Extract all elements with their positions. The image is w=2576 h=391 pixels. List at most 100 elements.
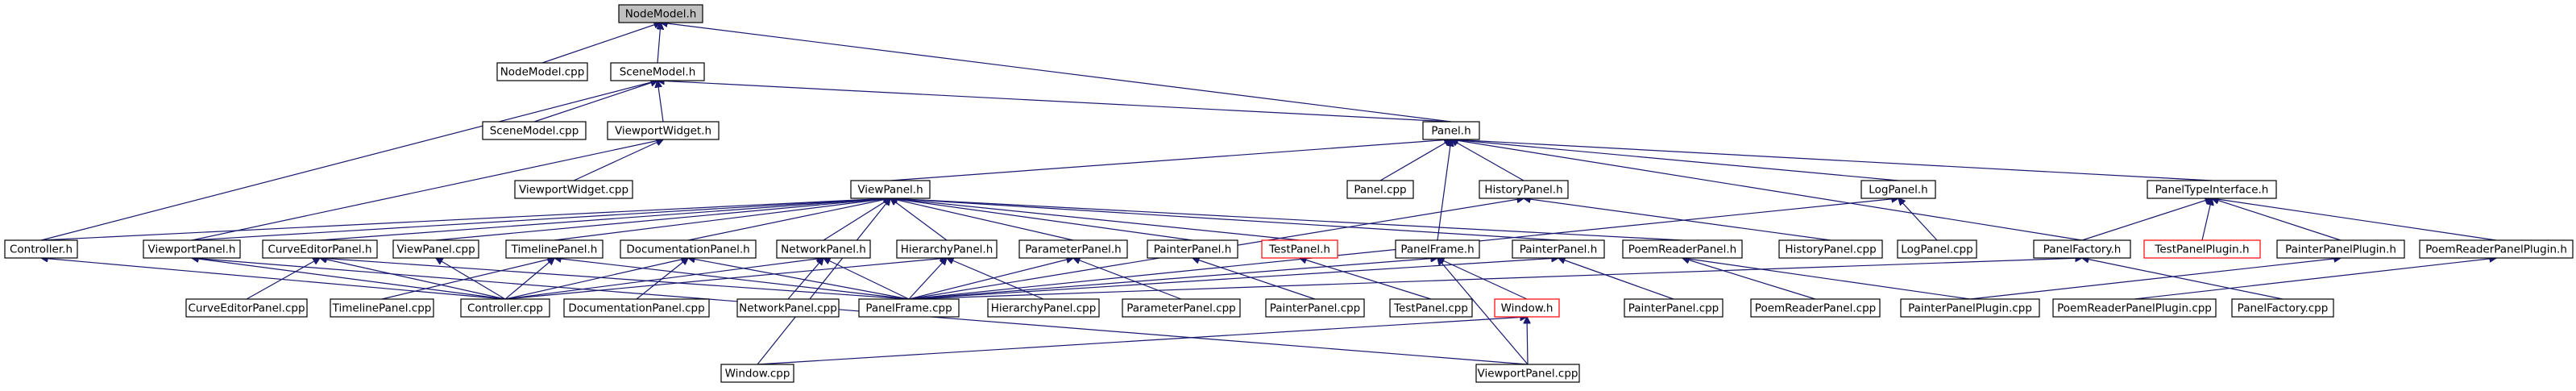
node-label: PoemReaderPanelPlugin.cpp <box>2057 302 2212 315</box>
node-poemreaderpanelplugin-cpp[interactable]: PoemReaderPanelPlugin.cpp <box>2052 298 2217 318</box>
node-label: Window.cpp <box>725 368 790 381</box>
node-box <box>1389 298 1473 318</box>
edge-scenemodel-h-to-nodemodel-h <box>657 23 661 64</box>
node-documentationpanel-cpp[interactable]: DocumentationPanel.cpp <box>563 298 710 318</box>
node-timelinepanel-cpp[interactable]: TimelinePanel.cpp <box>330 298 434 318</box>
node-historypanel-cpp[interactable]: HistoryPanel.cpp <box>1778 239 1883 259</box>
node-poemreaderpanel-h[interactable]: PoemReaderPanel.h <box>1622 239 1743 259</box>
node-label: PainterPanelPlugin.cpp <box>1908 302 2032 315</box>
node-viewportpanel-h[interactable]: ViewportPanel.h <box>143 239 241 259</box>
edge-poemreaderpanel-cpp-to-poemreaderpanel-h <box>1682 258 1816 300</box>
node-panelframe-cpp[interactable]: PanelFrame.cpp <box>858 298 960 318</box>
node-hierarchypanel-cpp[interactable]: HierarchyPanel.cpp <box>987 298 1100 318</box>
node-controller-cpp[interactable]: Controller.cpp <box>460 298 550 318</box>
node-logpanel-h[interactable]: LogPanel.h <box>1860 180 1936 199</box>
node-viewportpanel-cpp[interactable]: ViewportPanel.cpp <box>1475 364 1580 383</box>
node-historypanel-h[interactable]: HistoryPanel.h <box>1479 180 1569 199</box>
node-viewportwidget-h[interactable]: ViewportWidget.h <box>607 121 720 140</box>
node-panelfactory-cpp[interactable]: PanelFactory.cpp <box>2231 298 2334 318</box>
node-painterpanel-cpp-1[interactable]: PainterPanel.cpp <box>1265 298 1365 318</box>
node-label: PainterPanel.h <box>1520 243 1598 256</box>
edge-viewpanel-h-to-panel-h <box>890 139 1451 181</box>
edge-panel-h-to-nodemodel-h <box>661 23 1452 123</box>
edge-networkpanel-h-to-viewpanel-h <box>823 198 890 241</box>
edge-viewportpanel-h-to-viewpanel-h <box>191 198 890 241</box>
node-label: PanelTypeInterface.h <box>2155 184 2269 197</box>
node-box <box>1624 298 1724 318</box>
edge-hierarchypanel-cpp-to-hierarchypanel-h <box>947 258 1044 300</box>
node-painterpanel-h-2[interactable]: PainterPanel.h <box>1512 239 1605 259</box>
node-testpanel-cpp[interactable]: TestPanel.cpp <box>1389 298 1473 318</box>
node-controller-h[interactable]: Controller.h <box>4 239 78 259</box>
edge-testpanel-h-to-viewpanel-h <box>890 198 1300 241</box>
node-testpanel-h[interactable]: TestPanel.h <box>1261 239 1338 259</box>
node-label: ViewportWidget.h <box>615 125 711 138</box>
node-testpanelplugin-h[interactable]: TestPanelPlugin.h <box>2143 239 2261 259</box>
node-logpanel-cpp[interactable]: LogPanel.cpp <box>1897 239 1977 259</box>
node-box <box>1265 298 1365 318</box>
node-networkpanel-cpp[interactable]: NetworkPanel.cpp <box>736 298 840 318</box>
node-hierarchypanel-h[interactable]: HierarchyPanel.h <box>896 239 998 259</box>
node-poemreaderpanelplugin-h[interactable]: PoemReaderPanelPlugin.h <box>2419 239 2574 259</box>
node-box <box>1860 180 1936 199</box>
node-label: Controller.cpp <box>467 302 543 315</box>
node-viewpanel-cpp[interactable]: ViewPanel.cpp <box>392 239 479 259</box>
node-scenemodel-h[interactable]: SceneModel.h <box>610 62 705 81</box>
node-label: NetworkPanel.h <box>781 243 866 256</box>
node-nodemodel-h[interactable]: NodeModel.h <box>618 4 703 23</box>
node-window-cpp[interactable]: Window.cpp <box>720 364 794 383</box>
node-label: SceneModel.cpp <box>490 125 579 138</box>
edge-painterpanelplugin-cpp-to-painterpanelplugin-h <box>1969 258 2341 300</box>
node-parameterpanel-h[interactable]: ParameterPanel.h <box>1018 239 1128 259</box>
node-label: LogPanel.h <box>1869 184 1927 197</box>
edge-controller-cpp-to-viewpanel-cpp <box>436 258 506 300</box>
node-timelinepanel-h[interactable]: TimelinePanel.h <box>505 239 604 259</box>
node-parameterpanel-cpp[interactable]: ParameterPanel.cpp <box>1122 298 1241 318</box>
node-panel-cpp[interactable]: Panel.cpp <box>1346 180 1414 199</box>
node-panelframe-h[interactable]: PanelFrame.h <box>1395 239 1480 259</box>
node-painterpanel-h-1[interactable]: PainterPanel.h <box>1147 239 1238 259</box>
edge-viewpanel-cpp-to-viewpanel-h <box>435 198 890 241</box>
edge-historypanel-h-to-panel-h <box>1451 139 1524 181</box>
node-nodemodel-cpp[interactable]: NodeModel.cpp <box>496 62 588 81</box>
edge-viewportwidget-cpp-to-viewportwidget-h <box>573 139 663 181</box>
edge-viewportwidget-h-to-scenemodel-h <box>657 81 664 123</box>
edge-timelinepanel-h-to-viewpanel-h <box>554 198 890 241</box>
node-box <box>2419 239 2574 259</box>
node-label: ViewPanel.cpp <box>396 243 475 256</box>
edge-panelfactory-cpp-to-panelfactory-h <box>2082 258 2284 300</box>
node-paneltypeinterface-h[interactable]: PanelTypeInterface.h <box>2147 180 2277 199</box>
node-box <box>392 239 479 259</box>
edge-controller-cpp-to-viewportpanel-h <box>192 258 506 300</box>
node-label: PanelFrame.h <box>1400 243 1474 256</box>
node-box <box>850 180 931 199</box>
node-painterpanel-cpp-2[interactable]: PainterPanel.cpp <box>1624 298 1724 318</box>
node-label: HistoryPanel.cpp <box>1785 243 1876 256</box>
edge-painterpanel-h-1-to-viewpanel-h <box>890 198 1193 241</box>
node-label: LogPanel.cpp <box>1901 243 1972 256</box>
node-viewpanel-h[interactable]: ViewPanel.h <box>850 180 931 199</box>
node-curveeditorpanel-h[interactable]: CurveEditorPanel.h <box>262 239 378 259</box>
edge-curveeditorpanel-h-to-viewpanel-h <box>319 198 890 241</box>
edge-viewportpanel-h-to-viewportwidget-h <box>191 139 663 241</box>
node-box <box>1422 121 1480 140</box>
node-label: Window.h <box>1501 302 1553 315</box>
node-panelfactory-h[interactable]: PanelFactory.h <box>2033 239 2131 259</box>
node-box <box>1147 239 1238 259</box>
node-box <box>2147 180 2277 199</box>
node-documentationpanel-h[interactable]: DocumentationPanel.h <box>620 239 757 259</box>
node-window-h[interactable]: Window.h <box>1494 298 1560 318</box>
edge-window-cpp-to-viewpanel-h <box>757 198 890 365</box>
node-painterpanelplugin-h[interactable]: PainterPanelPlugin.h <box>2276 239 2405 259</box>
node-curveeditorpanel-cpp[interactable]: CurveEditorPanel.cpp <box>185 298 308 318</box>
edge-panelframe-cpp-to-curveeditorpanel-h <box>320 258 910 300</box>
node-painterpanelplugin-cpp[interactable]: PainterPanelPlugin.cpp <box>1900 298 2040 318</box>
node-scenemodel-cpp[interactable]: SceneModel.cpp <box>482 121 587 140</box>
node-poemreaderpanel-cpp[interactable]: PoemReaderPanel.cpp <box>1750 298 1881 318</box>
node-viewportwidget-cpp[interactable]: ViewportWidget.cpp <box>514 180 633 199</box>
dependency-edges <box>41 23 2496 365</box>
node-panel-h[interactable]: Panel.h <box>1422 121 1480 140</box>
edge-panelframe-cpp-to-panelfactory-h <box>908 258 2082 300</box>
node-networkpanel-h[interactable]: NetworkPanel.h <box>776 239 871 259</box>
